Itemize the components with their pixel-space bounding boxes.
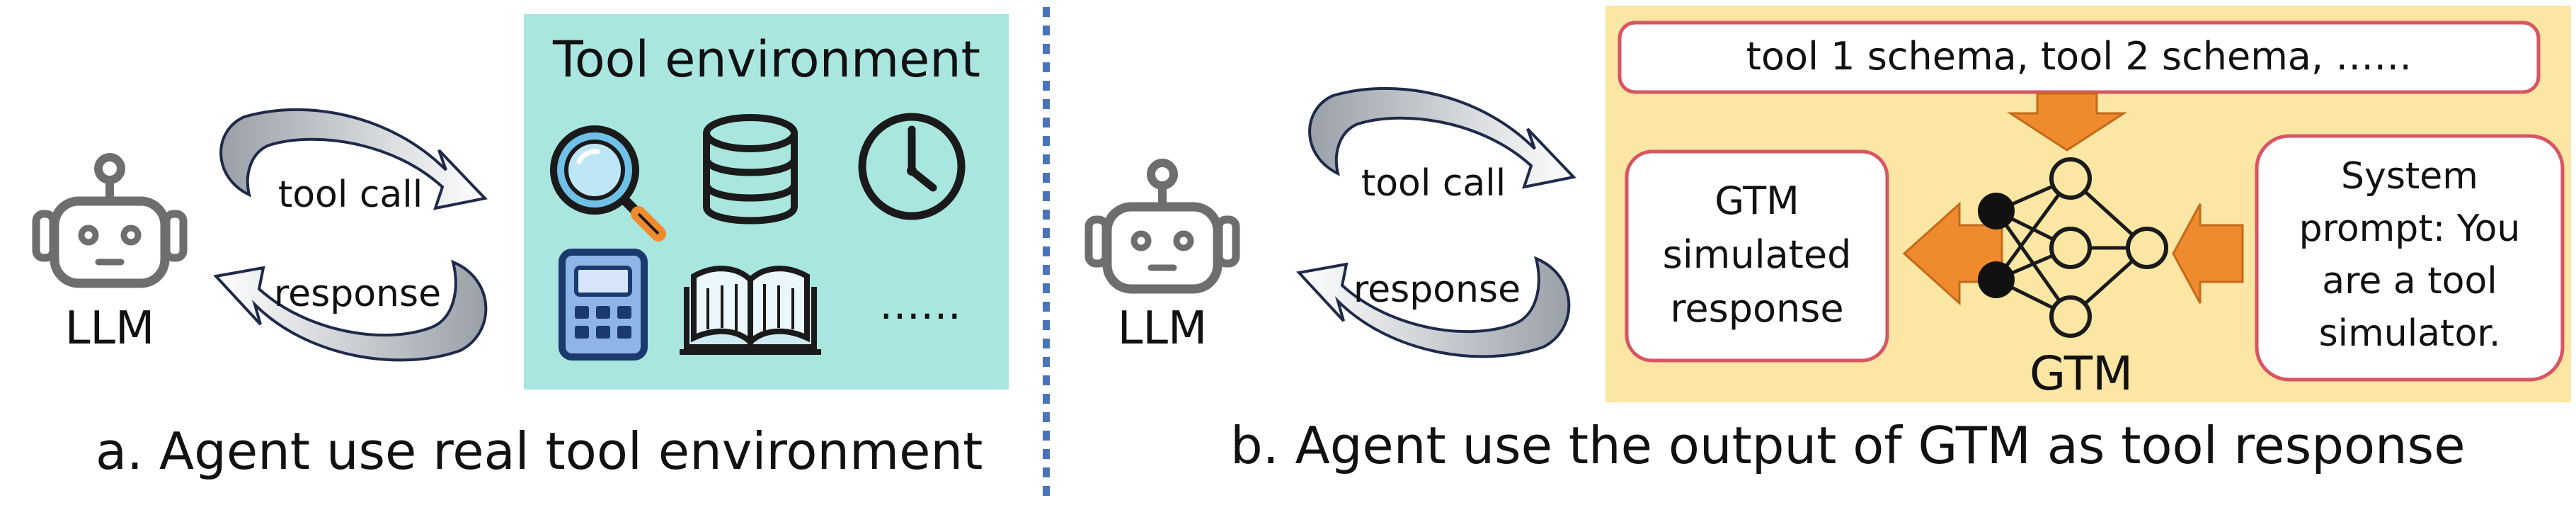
system-prompt-line-3: are a tool: [2322, 260, 2497, 302]
tool-call-arrow: [219, 108, 488, 210]
system-prompt-line-2: prompt: You: [2299, 208, 2521, 250]
agent-label: LLM: [1118, 302, 1208, 355]
response-arrow: [213, 259, 488, 362]
robot-icon: [1084, 159, 1240, 294]
response-label: response: [1353, 268, 1521, 311]
agent-label: LLM: [65, 302, 155, 355]
simulated-response-line-3: response: [1670, 286, 1843, 331]
system-prompt-line-4: simulator.: [2319, 312, 2501, 355]
simulated-response-line-1: GTM: [1715, 178, 1799, 223]
neural-network-icon: [1978, 157, 2168, 338]
simulated-response-box: [1625, 149, 1889, 363]
calculator-icon: [559, 249, 648, 361]
system-prompt-line-1: System: [2341, 155, 2478, 198]
search-icon: [550, 125, 666, 242]
tool-call-label: tool call: [1361, 162, 1506, 205]
simulated-response-line-2: simulated: [1663, 232, 1852, 277]
book-icon: [680, 266, 821, 355]
schema-box: [1618, 21, 2541, 94]
right-panel: LLM tool call response tool 1 schema, to…: [1084, 6, 2571, 475]
caption-a: a. Agent use real tool environment: [96, 421, 983, 481]
tool-environment-title: Tool environment: [552, 30, 980, 89]
database-icon: [703, 114, 798, 225]
response-label: response: [274, 273, 441, 315]
response-arrow: [1296, 256, 1571, 358]
robot-icon: [32, 153, 188, 288]
prompt-to-model-arrow: [2172, 203, 2244, 304]
tool-call-arrow: [1308, 86, 1576, 189]
system-prompt-box: [2255, 134, 2565, 382]
tool-call-label: tool call: [278, 174, 423, 216]
schema-text: tool 1 schema, tool 2 schema, ……: [1746, 34, 2412, 79]
schema-to-model-arrow: [2006, 92, 2128, 152]
model-label: GTM: [2030, 346, 2133, 401]
caption-b: b. Agent use the output of GTM as tool r…: [1230, 416, 2466, 475]
clock-icon: [858, 113, 966, 220]
more-tools-ellipsis: ……: [879, 280, 961, 329]
left-panel: LLM tool call response Tool environment: [32, 14, 1009, 481]
